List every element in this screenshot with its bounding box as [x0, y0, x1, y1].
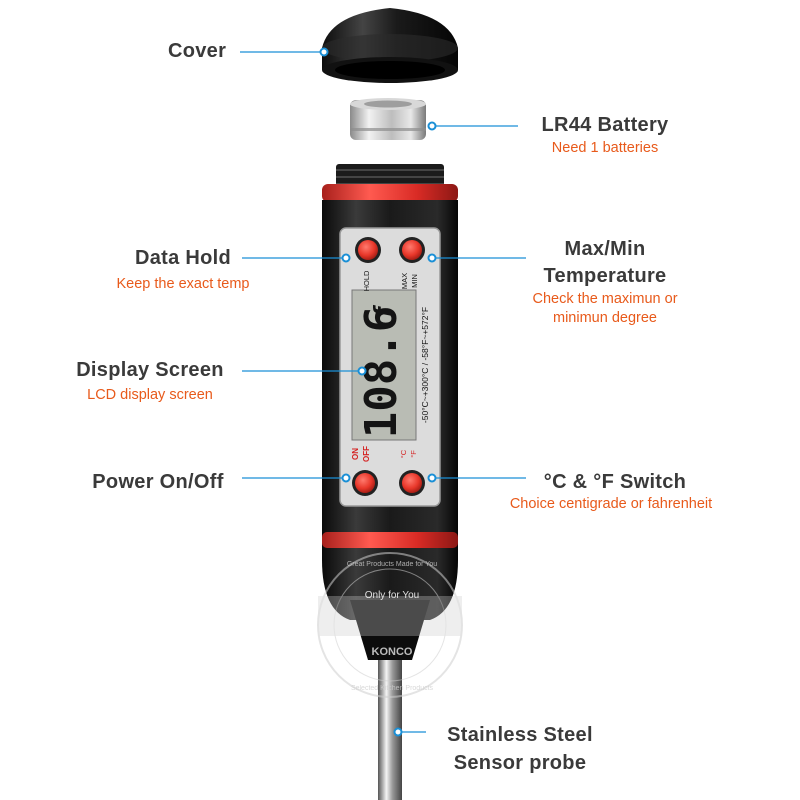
display-screen-label: Display Screen [76, 359, 224, 381]
data-hold-sublabel: Keep the exact temp [116, 276, 250, 292]
watermark [317, 552, 463, 698]
power-button [352, 470, 378, 496]
display-screen-sublabel: LCD display screen [87, 387, 213, 403]
off-label: OFF [362, 446, 371, 462]
probe-label-line1: Stainless Steel [447, 724, 593, 746]
watermark-brand: KONCO [372, 646, 413, 658]
max-min-button [399, 237, 425, 263]
unit-switch-label: °C & °F Switch [543, 471, 687, 493]
max-min-label-line2: Temperature [543, 265, 667, 287]
power-label: Power On/Off [92, 471, 224, 493]
fahrenheit-label: °F [409, 450, 418, 458]
cover-cap [322, 8, 458, 83]
unit-switch-button [399, 470, 425, 496]
watermark-ribbon: Only for You [365, 590, 419, 601]
range-text: -50°C~+300°C / -58°F~+572°F [420, 307, 430, 423]
battery-sublabel: Need 1 batteries [551, 140, 659, 156]
unit-switch-sublabel: Choice centigrade or fahrenheit [509, 496, 713, 512]
callout-dots [319, 47, 437, 737]
data-hold-label: Data Hold [134, 247, 232, 269]
battery-label: LR44 Battery [541, 114, 669, 136]
hold-label: HOLD [362, 270, 371, 291]
callout-lines [240, 51, 526, 733]
watermark-bottom-text: Selected Kitchen Products [351, 685, 434, 692]
lcd-unit: f [371, 305, 396, 317]
max-min-label-line1: Max/Min [564, 238, 646, 260]
max-min-sublabel-line2: minimun degree [553, 310, 657, 326]
cover-label: Cover [168, 40, 227, 62]
on-label: ON [351, 448, 360, 460]
battery [350, 98, 426, 140]
celsius-label: °C [399, 449, 408, 458]
hold-button [355, 237, 381, 263]
thermometer-body [322, 164, 458, 660]
max-label: MAX [400, 273, 409, 289]
min-label: MIN [410, 274, 419, 288]
stainless-probe [378, 640, 402, 800]
probe-label-line2: Sensor probe [453, 752, 587, 774]
watermark-top-text: Great Products Made for You [347, 561, 437, 568]
max-min-sublabel-line1: Check the maximun or [532, 291, 678, 307]
